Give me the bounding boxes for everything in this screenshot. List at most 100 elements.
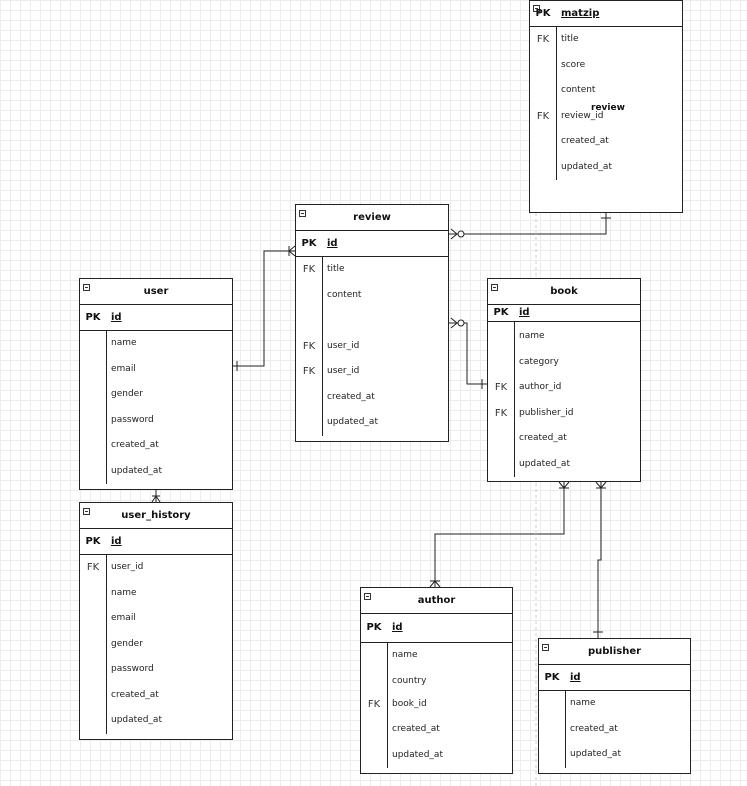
attribute-name: created_at [111,689,159,700]
pk-field: id [327,238,338,249]
attribute-row[interactable]: created_at [296,385,448,411]
attribute-row[interactable]: updated_at [361,743,512,769]
attribute-row[interactable]: created_at [488,426,640,452]
key-label: FK [536,34,550,45]
attribute-row[interactable]: gender [80,382,232,408]
attribute-row[interactable]: created_at [80,433,232,459]
attribute-row[interactable]: score [530,53,682,79]
attribute-row[interactable]: name [539,691,690,717]
entity-publisher[interactable]: publisher PK id name created_at updated_… [538,638,691,774]
attribute-row[interactable]: email [80,357,232,383]
pk-row: PK id [296,231,448,257]
attribute-list: FK user_id name email gender password cre… [80,555,232,734]
entity-title: user [143,286,169,297]
attribute-row[interactable]: updated_at [539,742,690,768]
attribute-row[interactable]: updated_at [80,708,232,734]
attribute-row[interactable]: content [530,78,682,104]
attribute-name: gender [111,638,143,649]
entity-header[interactable]: user [80,279,232,305]
entity-title: publisher [587,646,642,657]
attribute-row[interactable]: name [361,643,512,669]
attribute-list: name email gender password created_at up… [80,331,232,484]
attribute-row[interactable]: created_at [361,717,512,743]
attribute-name: name [392,650,418,660]
entity-header[interactable]: publisher [539,639,690,665]
key-label: FK [302,340,316,352]
attribute-row[interactable]: FK user_id [80,555,232,581]
attribute-name: name [519,331,545,341]
pk-label: PK [301,238,317,249]
attribute-name: created_at [111,440,159,450]
key-divider [556,27,557,180]
pk-field: id [392,622,403,633]
attribute-row[interactable]: updated_at [80,459,232,485]
entity-header[interactable]: user_history [80,503,232,529]
attribute-row[interactable]: name [80,581,232,607]
entity-header[interactable]: book [488,279,640,305]
entity-title: author [417,595,456,606]
attribute-row[interactable]: content [296,283,448,309]
attribute-row[interactable] [296,308,448,334]
entity-header[interactable]: author [361,588,512,614]
key-divider [322,257,323,436]
attribute-row[interactable]: created_at [539,717,690,743]
attribute-row[interactable]: gender [80,632,232,658]
attribute-row[interactable]: created_at [530,129,682,155]
attribute-row[interactable]: country [361,669,512,692]
key-divider [106,331,107,484]
key-label: FK [86,562,100,573]
attribute-row[interactable]: password [80,657,232,683]
attribute-row[interactable]: updated_at [530,155,682,181]
collapse-icon[interactable] [364,593,371,600]
attribute-name: name [111,587,137,598]
entity-user[interactable]: user PK id name email gender password cr… [79,278,233,490]
attribute-row[interactable]: password [80,408,232,434]
attribute-name: updated_at [519,458,570,469]
attribute-name: user_id [327,366,360,376]
attribute-row[interactable]: name [80,331,232,357]
collapse-icon[interactable] [299,210,306,217]
attribute-name: user_id [111,562,144,572]
attribute-row[interactable]: updated_at [488,452,640,478]
attribute-name: created_at [519,433,567,443]
collapse-icon[interactable] [542,644,549,651]
attribute-name: score [561,59,586,70]
attribute-row[interactable]: name [488,324,640,350]
attribute-name: email [111,363,136,374]
pk-field: id [111,536,122,547]
collapse-icon[interactable] [83,508,90,515]
attribute-row[interactable]: email [80,606,232,632]
attribute-row[interactable]: updated_at [296,410,448,436]
pk-label: PK [535,8,551,19]
attribute-row[interactable]: created_at [80,683,232,709]
attribute-name: author_id [519,382,562,392]
link-review-matzip [449,213,611,240]
entity-header[interactable]: review [296,205,448,231]
entity-title: review [353,212,391,223]
link-user-review [233,245,296,371]
collapse-icon[interactable] [533,5,540,12]
key-divider [387,643,388,768]
attribute-name: password [111,414,154,425]
attribute-row[interactable]: category [488,350,640,376]
attribute-name: updated_at [392,749,443,760]
collapse-icon[interactable] [83,284,90,291]
attribute-name: name [570,698,596,708]
collapse-icon[interactable] [491,284,498,291]
